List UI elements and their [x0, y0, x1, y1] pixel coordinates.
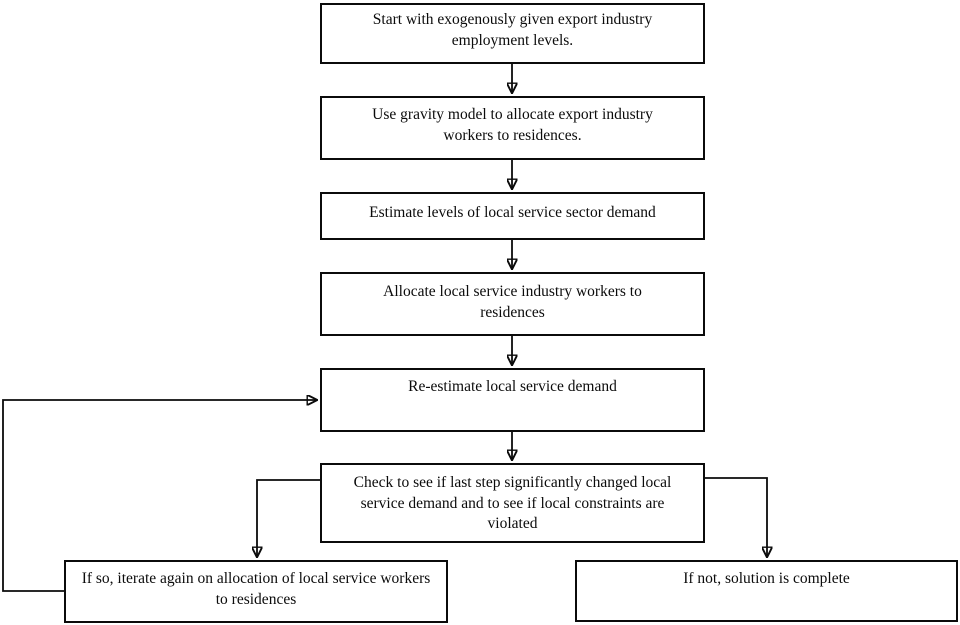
flow-node-check-step: Check to see if last step significantly …: [320, 463, 705, 543]
flow-node-estimate-demand: Estimate levels of local service sector …: [320, 192, 705, 240]
flow-node-start: Start with exogenously given export indu…: [320, 3, 705, 64]
flow-node-allocate-workers-label: Allocate local service industry workers …: [383, 283, 642, 321]
flow-node-check-step-label: Check to see if last step significantly …: [353, 474, 672, 532]
edge-check-to-iterate: [257, 479, 320, 556]
flow-node-iterate-again: If so, iterate again on allocation of lo…: [64, 560, 448, 623]
flow-node-gravity-model: Use gravity model to allocate export ind…: [320, 96, 705, 160]
flow-node-start-label: Start with exogenously given export indu…: [372, 11, 653, 49]
flow-node-re-estimate-label: Re-estimate local service demand: [408, 378, 617, 395]
flow-node-allocate-workers: Allocate local service industry workers …: [320, 272, 705, 336]
flow-node-gravity-model-label: Use gravity model to allocate export ind…: [372, 106, 653, 144]
flow-node-re-estimate: Re-estimate local service demand: [320, 368, 705, 432]
flow-node-iterate-again-label: If so, iterate again on allocation of lo…: [81, 570, 431, 608]
flow-node-complete: If not, solution is complete: [575, 560, 958, 622]
flow-node-complete-label: If not, solution is complete: [683, 570, 850, 587]
edge-check-to-complete: [705, 477, 767, 556]
flow-node-estimate-demand-label: Estimate levels of local service sector …: [369, 204, 656, 221]
